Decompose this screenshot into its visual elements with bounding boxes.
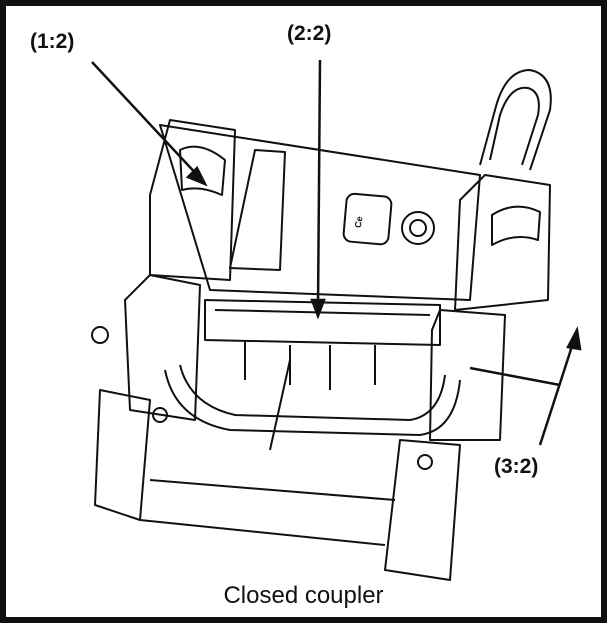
figure-caption: Closed coupler — [223, 582, 384, 609]
coupler-lower-left-housing — [124, 274, 201, 421]
motion-arrowhead — [566, 326, 582, 351]
callout-3-label: (3:2) — [494, 455, 539, 478]
coupler-base-frame — [94, 389, 151, 521]
nameplate — [342, 192, 393, 246]
lifting-eye-icon — [479, 69, 552, 171]
callout-2-label: (2:2) — [287, 22, 332, 45]
hydraulic-pipes — [164, 369, 461, 436]
leader-1-line — [91, 61, 201, 179]
coupler-left-housing — [149, 119, 236, 281]
indicator-button-icon — [401, 211, 435, 245]
leader-2-arrowhead — [310, 298, 326, 320]
leader-3-line — [469, 366, 561, 387]
callout-1-label: (1:2) — [30, 30, 75, 53]
motion-arrow-line — [538, 339, 576, 446]
coupler-right-housing — [454, 174, 551, 311]
coupler-lower-right-housing — [429, 309, 506, 441]
leader-2-line — [316, 59, 322, 309]
cross-bar — [204, 299, 441, 346]
coupler-main-plate — [159, 124, 481, 301]
nameplate-label: Ce — [353, 215, 365, 228]
leader-1-arrowhead — [185, 165, 208, 187]
